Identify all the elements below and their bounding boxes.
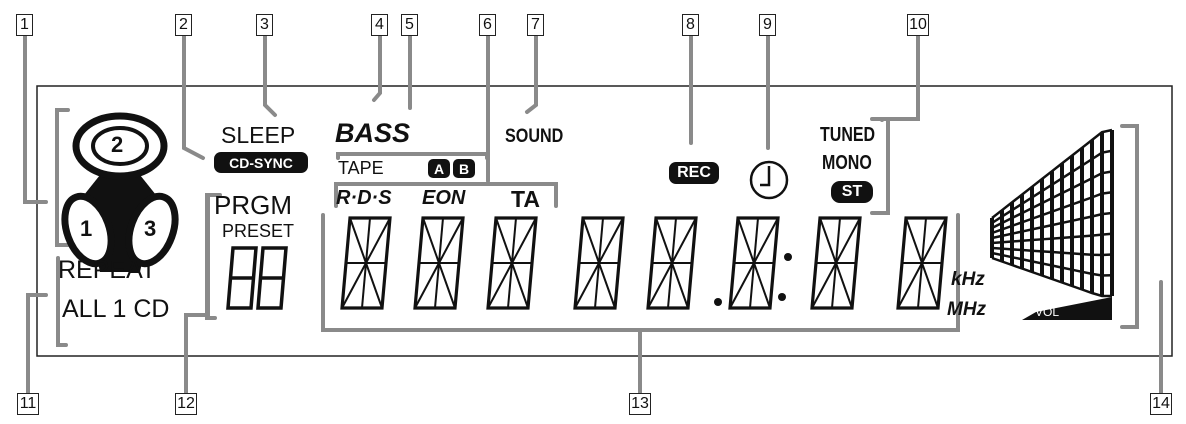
callout-4: 4 bbox=[371, 14, 388, 36]
character-cell-6 bbox=[728, 216, 780, 310]
callout-1: 1 bbox=[16, 14, 33, 36]
cd-sync-indicator: CD-SYNC bbox=[214, 152, 308, 173]
mhz-indicator: MHz bbox=[947, 299, 987, 320]
vol-row-0 bbox=[991, 128, 1113, 219]
character-cell-8 bbox=[896, 216, 948, 310]
callout-5: 5 bbox=[401, 14, 418, 36]
prgm-indicator: PRGM bbox=[214, 190, 292, 220]
vol-row-2 bbox=[991, 170, 1113, 230]
tape-b-indicator: B bbox=[453, 159, 475, 178]
main-character-cells bbox=[340, 216, 948, 310]
separators bbox=[714, 253, 792, 306]
preset-indicator: PRESET bbox=[222, 221, 295, 241]
vol-row-4 bbox=[991, 211, 1113, 240]
vol-row-8 bbox=[991, 256, 1112, 298]
callout-leaders bbox=[23, 31, 1163, 398]
callout-6: 6 bbox=[479, 14, 496, 36]
sleep-indicator: SLEEP bbox=[221, 122, 296, 148]
tuned-indicator: TUNED bbox=[820, 124, 876, 146]
stereo-indicator: ST bbox=[831, 181, 873, 203]
khz-indicator: kHz bbox=[951, 269, 985, 290]
disc-1-label: 1 bbox=[80, 216, 93, 241]
repeat-indicator: REPEAT bbox=[58, 256, 157, 284]
eon-indicator: EON bbox=[422, 187, 466, 209]
vol-wedge bbox=[1022, 297, 1112, 320]
callout-11: 11 bbox=[17, 393, 39, 415]
callout-3: 3 bbox=[256, 14, 273, 36]
cd-disc-icon bbox=[61, 112, 179, 272]
vol-indicator: VOL bbox=[1035, 305, 1060, 319]
ta-indicator: TA bbox=[511, 186, 540, 212]
volume-bar-graph bbox=[990, 128, 1114, 298]
callout-13: 13 bbox=[629, 393, 651, 415]
timer-clock-icon bbox=[749, 160, 789, 200]
vol-row-7 bbox=[991, 251, 1113, 277]
character-cell-7 bbox=[810, 216, 862, 310]
disc-3-label: 3 bbox=[144, 216, 157, 241]
vol-row-6 bbox=[991, 246, 1113, 257]
rds-indicator: R·D·S bbox=[336, 187, 392, 209]
vol-row-5 bbox=[991, 232, 1113, 245]
display-panel bbox=[36, 85, 1173, 357]
vol-row-3 bbox=[991, 191, 1113, 235]
character-cell-3 bbox=[486, 216, 538, 310]
sound-indicator: SOUND bbox=[505, 126, 564, 147]
character-cell-2 bbox=[413, 216, 465, 310]
character-cell-4 bbox=[573, 216, 625, 310]
callout-8: 8 bbox=[682, 14, 699, 36]
character-cell-1 bbox=[340, 216, 392, 310]
callout-2: 2 bbox=[175, 14, 192, 36]
callout-10: 10 bbox=[907, 14, 929, 36]
repeat-all-1-cd-indicator: ALL 1 CD bbox=[62, 295, 170, 323]
tape-indicator: TAPE bbox=[338, 158, 384, 178]
callout-12: 12 bbox=[175, 393, 197, 415]
callout-14: 14 bbox=[1150, 393, 1172, 415]
preset-segment-digits bbox=[226, 246, 288, 310]
bass-indicator: BASS bbox=[335, 118, 411, 148]
character-cell-5 bbox=[646, 216, 698, 310]
rec-indicator: REC bbox=[669, 162, 719, 184]
mono-indicator: MONO bbox=[822, 152, 872, 174]
callout-9: 9 bbox=[759, 14, 776, 36]
disc-2-label: 2 bbox=[111, 132, 124, 157]
callout-7: 7 bbox=[527, 14, 544, 36]
vol-row-1 bbox=[991, 149, 1113, 225]
tape-a-indicator: A bbox=[428, 159, 450, 178]
